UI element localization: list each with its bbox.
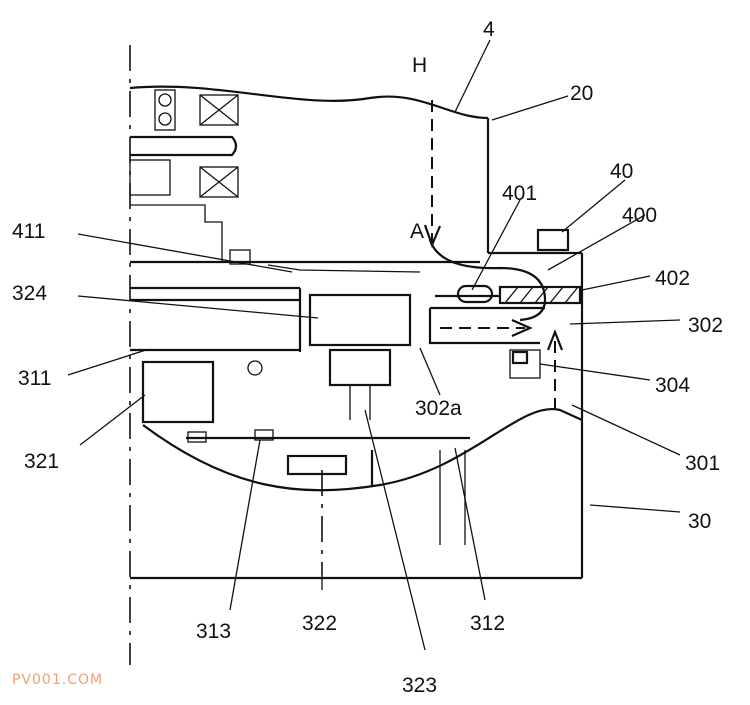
small-circle bbox=[247, 360, 263, 376]
block-321 bbox=[141, 360, 215, 424]
hatch-lines bbox=[504, 286, 579, 304]
label-400: 400 bbox=[622, 204, 657, 227]
ball-1 bbox=[158, 93, 172, 107]
label-301: 301 bbox=[685, 452, 720, 475]
label-h: H bbox=[412, 54, 427, 77]
arrow-head-302 bbox=[511, 318, 533, 338]
label-30: 30 bbox=[688, 510, 711, 533]
bearing-upper bbox=[154, 89, 176, 131]
label-4: 4 bbox=[483, 18, 495, 41]
label-313: 313 bbox=[196, 620, 231, 643]
label-a: A bbox=[410, 220, 424, 243]
flow-path-a bbox=[428, 239, 547, 322]
leader-lines bbox=[67, 39, 681, 651]
arrow-head-up bbox=[546, 328, 564, 351]
ball-2 bbox=[158, 112, 172, 126]
curved-wall-301 bbox=[142, 407, 583, 492]
pad-left bbox=[187, 431, 207, 443]
label-323: 323 bbox=[402, 674, 437, 697]
coil-cross-1b bbox=[199, 94, 239, 126]
part-304-inner bbox=[511, 350, 529, 365]
rotor-block bbox=[129, 159, 171, 196]
label-321: 321 bbox=[24, 450, 59, 473]
label-40: 40 bbox=[610, 160, 633, 183]
seal-ring bbox=[229, 249, 251, 265]
label-304: 304 bbox=[655, 374, 690, 397]
upper-break-line bbox=[129, 85, 489, 120]
shaft-collar bbox=[130, 135, 238, 157]
rotor-step bbox=[130, 204, 223, 262]
label-302a: 302a bbox=[415, 397, 462, 420]
label-311: 311 bbox=[18, 367, 51, 390]
watermark-text: PV001.COM bbox=[12, 672, 103, 688]
label-322: 322 bbox=[302, 612, 337, 635]
block-323 bbox=[328, 348, 392, 387]
coil-cross-2b bbox=[199, 166, 239, 198]
pad-313 bbox=[254, 429, 274, 441]
arrow-head-a bbox=[423, 224, 442, 249]
part-40-cap bbox=[536, 228, 570, 252]
block-324 bbox=[308, 293, 412, 347]
label-302: 302 bbox=[688, 314, 723, 337]
seal-411 bbox=[267, 264, 421, 273]
label-401: 401 bbox=[502, 182, 537, 205]
block-322 bbox=[286, 454, 348, 476]
coil-box-upper bbox=[199, 94, 239, 126]
label-411: 411 bbox=[12, 220, 45, 243]
label-20: 20 bbox=[570, 82, 593, 105]
label-312: 312 bbox=[470, 612, 505, 635]
part-401 bbox=[456, 284, 494, 304]
label-402: 402 bbox=[655, 267, 690, 290]
passage-302 bbox=[428, 306, 545, 345]
coil-box-lower bbox=[199, 166, 239, 198]
label-324: 324 bbox=[12, 282, 47, 305]
